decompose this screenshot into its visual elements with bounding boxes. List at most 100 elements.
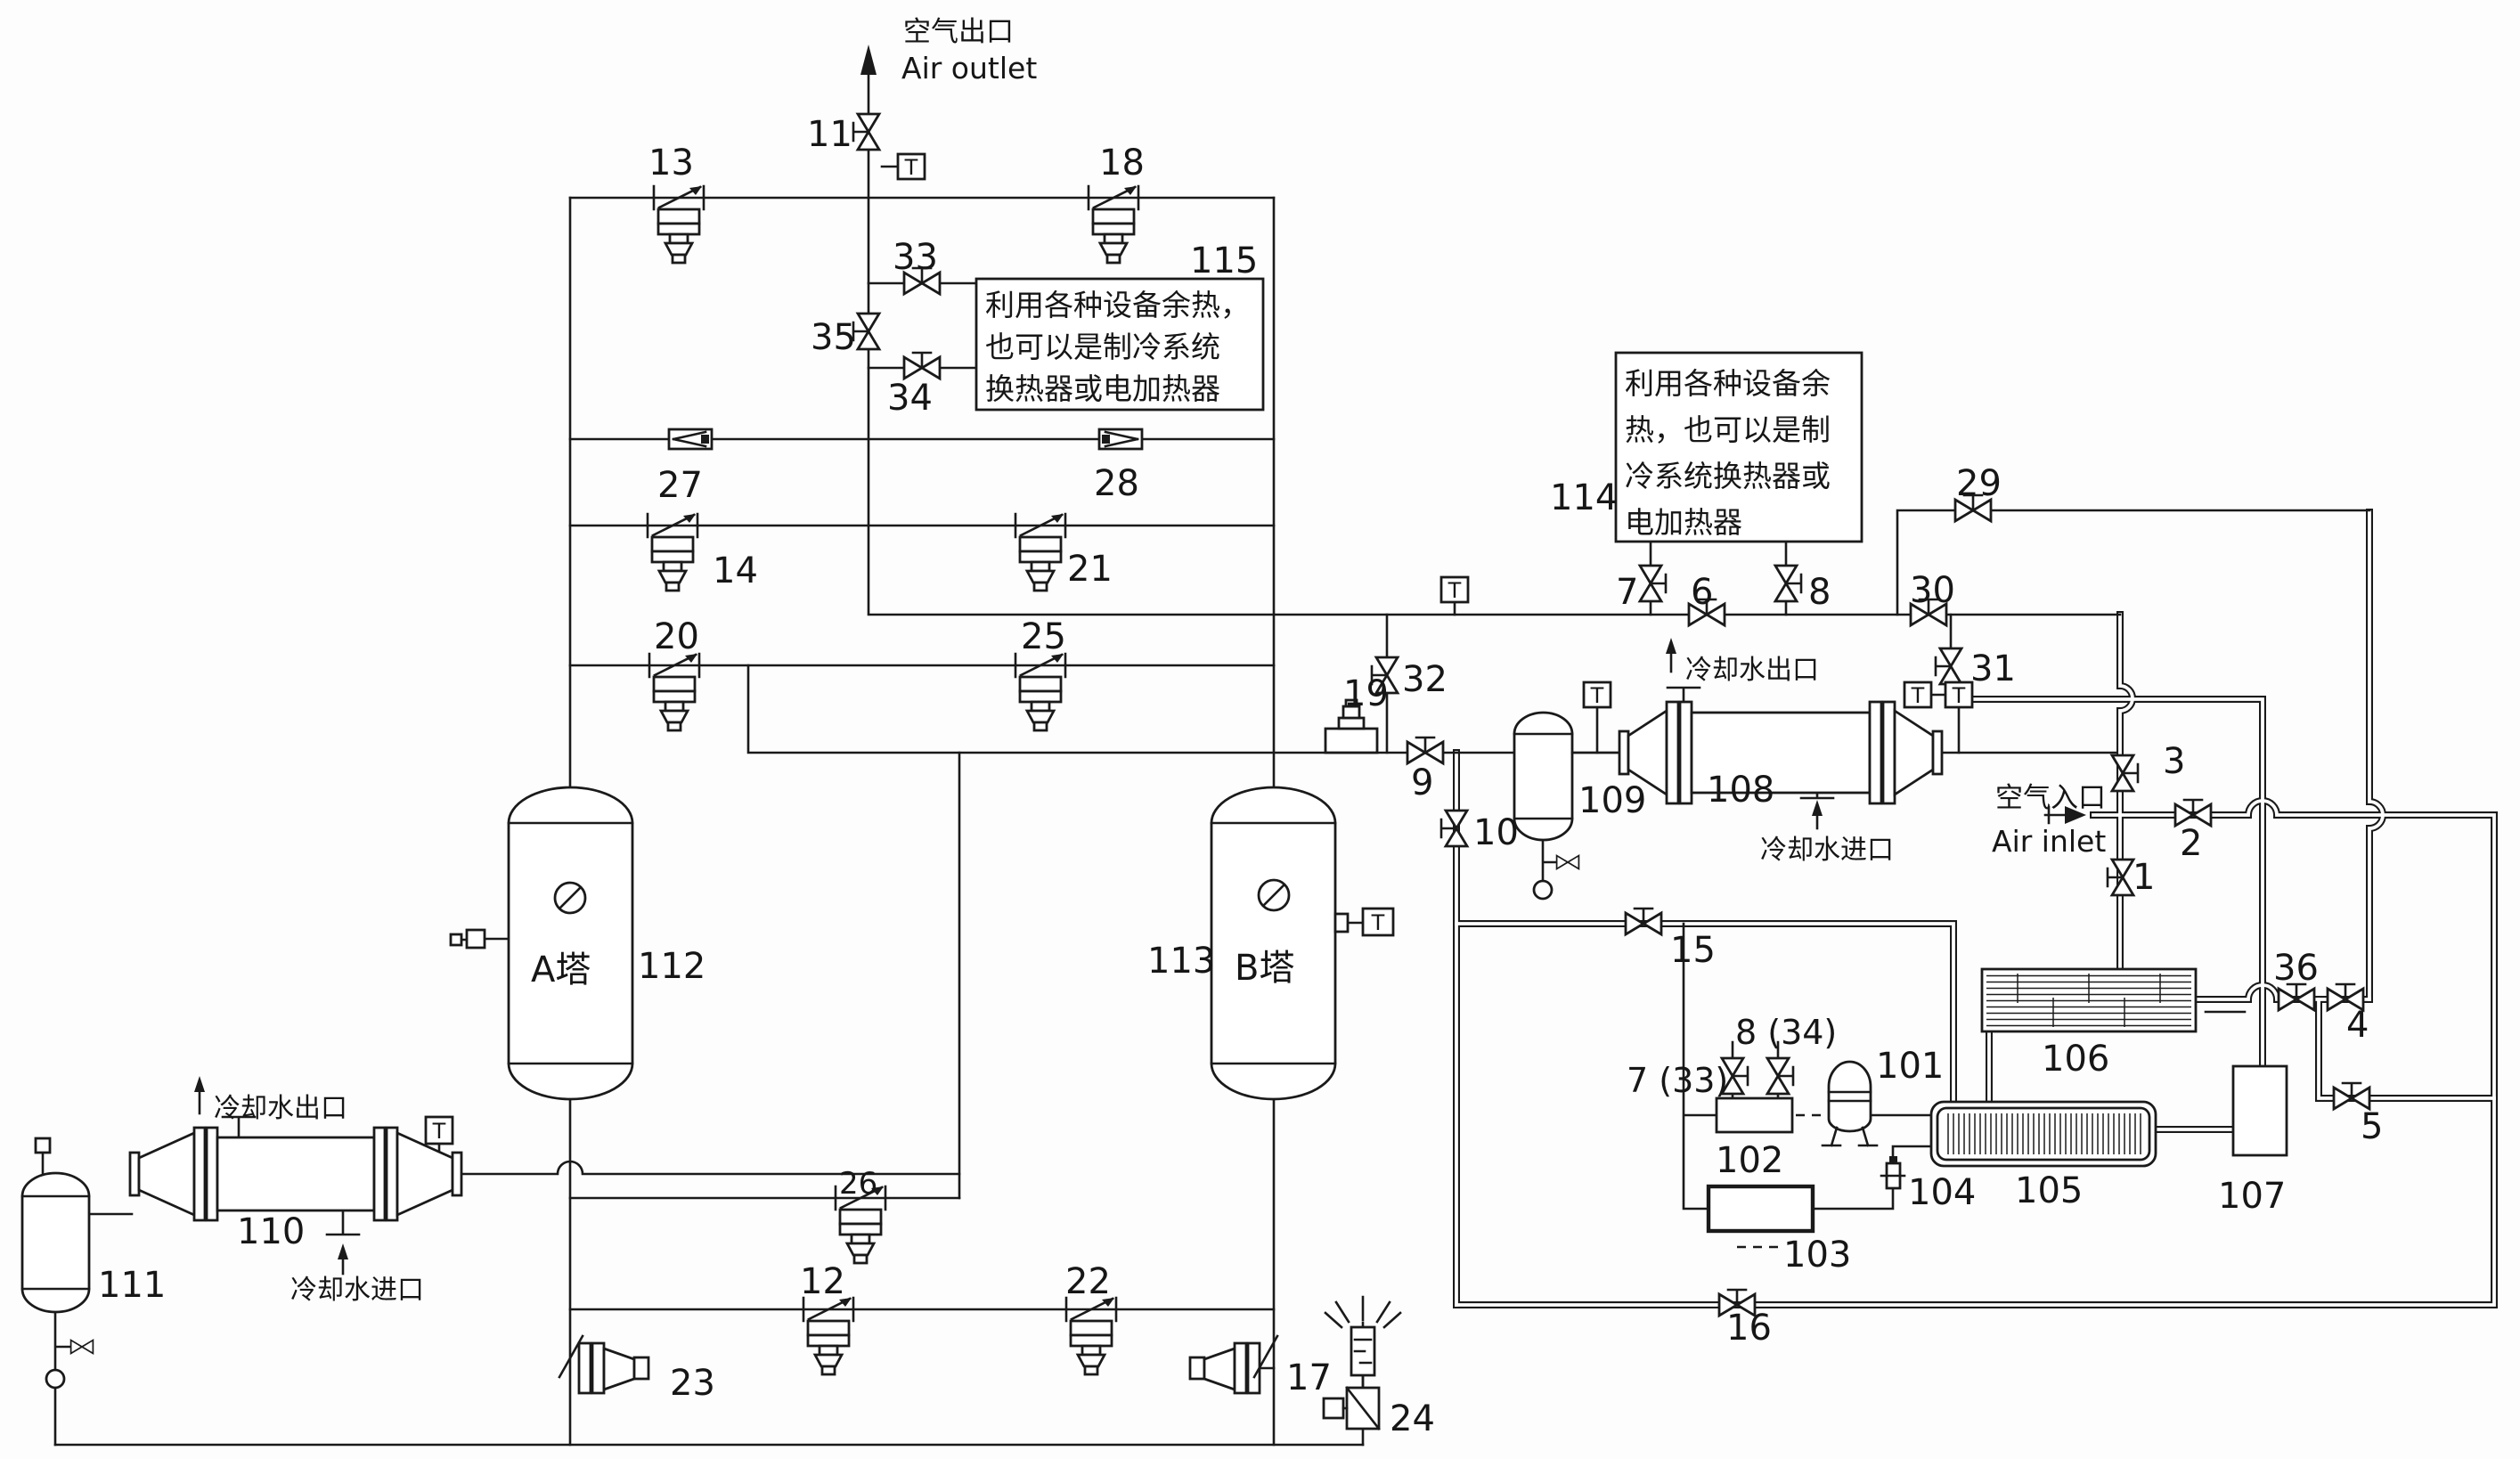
label-valve-1: 1	[2133, 857, 2155, 898]
t-sensor-label: T	[1952, 683, 1966, 708]
label-valve-33: 33	[893, 237, 938, 278]
label-valve-30: 30	[1910, 570, 1955, 611]
label-valve-27: 27	[657, 465, 703, 506]
label-valve-4: 4	[2346, 1005, 2369, 1046]
drain-valve-109-icon	[1555, 854, 1580, 870]
label-comp-107: 107	[2218, 1176, 2286, 1217]
valve-7-icon	[1640, 566, 1666, 601]
compressor-107	[2231, 1064, 2288, 1157]
note-115-text: 利用各种设备余热，也可以是制冷系统换热器或电加热器	[985, 288, 1250, 406]
heat-exchanger-110	[128, 1126, 463, 1222]
valve-9-icon	[1407, 738, 1443, 763]
label-valve-10: 10	[1473, 812, 1519, 853]
label-cw-in-110: 冷却水进口	[290, 1275, 424, 1306]
label-comp-104: 104	[1908, 1172, 1976, 1213]
label-valve-36: 36	[2273, 948, 2319, 989]
label-valve-5: 5	[2361, 1106, 2383, 1147]
muffler-17-icon	[1188, 1334, 1279, 1395]
label-valve-2: 2	[2180, 823, 2202, 864]
tower-b-vessel	[1210, 786, 1337, 1101]
valve-8-icon	[1775, 566, 1801, 601]
piping-double-core	[1455, 510, 2496, 1307]
label-comp-102: 102	[1716, 1140, 1783, 1181]
label-valve-25: 25	[1021, 616, 1066, 657]
label-comp-109: 109	[1578, 780, 1646, 821]
label-note-115-label: 115	[1190, 240, 1258, 281]
heat-exchanger-106	[1980, 967, 2198, 1033]
label-valve-28: 28	[1094, 463, 1139, 504]
valve-5-icon	[2334, 1083, 2369, 1109]
vessel-111	[20, 1137, 91, 1390]
label-air-outlet-en: Air outlet	[901, 51, 1037, 86]
component-102	[1715, 1096, 1794, 1134]
t-sensor-108-left: T	[1582, 681, 1612, 709]
label-comp-101: 101	[1876, 1046, 1944, 1087]
heat-exchanger-105	[1929, 1100, 2157, 1168]
label-comp-111: 111	[98, 1265, 166, 1306]
label-valve-29: 29	[1956, 463, 2002, 504]
label-valve-15: 15	[1670, 930, 1716, 971]
regulator-valve-19-icon	[1324, 698, 1379, 754]
t-sensor-108-right: T	[1944, 681, 1974, 709]
label-valve-20: 20	[654, 616, 699, 657]
tower-a-gauge-icon	[553, 881, 587, 915]
valve-31-icon	[1936, 648, 1961, 684]
valve-34-icon	[904, 353, 940, 379]
t-sensor-label: T	[432, 1119, 446, 1144]
label-valve-6: 6	[1691, 572, 1713, 613]
label-valve-21: 21	[1067, 549, 1113, 590]
label-valve-24: 24	[1390, 1398, 1435, 1439]
label-valve-19: 19	[1343, 673, 1389, 714]
t-sensor-label: T	[1371, 910, 1385, 935]
label-valve-9: 9	[1411, 762, 1433, 803]
valve-2-icon	[2175, 800, 2211, 826]
label-valve-13: 13	[648, 143, 694, 183]
vessel-109	[1513, 711, 1574, 901]
label-tower-a: A塔	[531, 950, 591, 990]
label-comp-106: 106	[2042, 1039, 2109, 1080]
label-valve-11: 11	[807, 114, 852, 155]
label-valve-35: 35	[811, 317, 856, 358]
label-valve-31: 31	[1970, 648, 2016, 689]
label-valve-7-33: 7 (33)	[1627, 1061, 1728, 1100]
label-comp-105: 105	[2015, 1170, 2083, 1211]
label-valve-23: 23	[670, 1363, 715, 1404]
label-comp-108: 108	[1707, 770, 1774, 811]
tower-b-gauge-icon	[1257, 878, 1291, 912]
label-valve-12: 12	[800, 1261, 845, 1302]
label-valve-34: 34	[887, 378, 933, 419]
label-cw-out-110: 冷却水出口	[214, 1093, 347, 1124]
t-sensor-top: T	[896, 152, 926, 181]
note-114-text: 利用各种设备余热，也可以是制冷系统换热器或电加热器	[1625, 366, 1831, 540]
t-sensor-manifold: T	[1439, 575, 1470, 604]
label-valve-32: 32	[1402, 659, 1448, 700]
label-valve-18: 18	[1099, 143, 1145, 183]
heat-exchanger-108	[1570, 700, 1944, 805]
check-valve-27-icon	[667, 428, 714, 451]
label-valve-14: 14	[713, 550, 758, 591]
label-air-inlet-en: Air inlet	[1992, 824, 2106, 859]
valve-15-icon	[1626, 909, 1661, 934]
air-inlet-arrow-icon	[2043, 805, 2086, 825]
t-sensor-110: T	[424, 1115, 454, 1145]
t-sensor-label: T	[1590, 683, 1604, 708]
vessel-101	[1821, 1060, 1879, 1147]
tower-a-instrument	[449, 928, 486, 950]
valve-10-icon	[1441, 811, 1467, 846]
valve-35-icon	[853, 314, 879, 349]
air-outlet-arrow-icon	[860, 45, 877, 75]
label-tower-b: B塔	[1235, 948, 1294, 989]
valve-3-icon	[2112, 755, 2138, 791]
muffler-23-icon	[558, 1334, 650, 1395]
note-box-115: 利用各种设备余热，也可以是制冷系统换热器或电加热器	[975, 277, 1265, 412]
label-comp-103: 103	[1783, 1235, 1851, 1276]
drain-valve-111-icon	[69, 1339, 94, 1355]
label-valve-3: 3	[2163, 741, 2185, 782]
valve-8-34-icon	[1767, 1058, 1793, 1094]
label-air-inlet-zh: 空气入口	[1995, 782, 2106, 814]
label-cw-out-108: 冷却水出口	[1685, 655, 1819, 686]
label-comp-113: 113	[1147, 941, 1215, 982]
cooling-water-ports	[194, 638, 1835, 1276]
